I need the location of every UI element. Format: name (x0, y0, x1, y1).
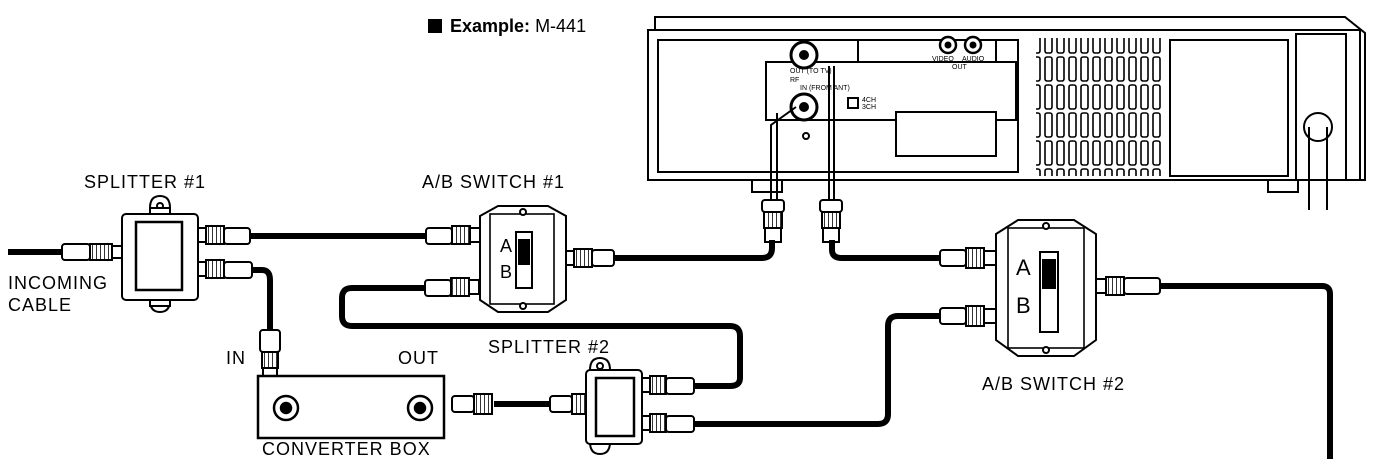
label-splitter-1: SPLITTER #1 (84, 172, 207, 192)
converter-box (256, 374, 446, 440)
vcr-label-video: VIDEO (932, 56, 954, 63)
splitter-2 (585, 356, 643, 456)
ab-switch-2 (995, 219, 1097, 357)
vcr-label-out: OUT (952, 64, 967, 71)
label-ab-switch-1: A/B SWITCH #1 (422, 172, 566, 192)
label-incoming-line1: INCOMING (8, 273, 108, 293)
vcr-label-in-from-ant: IN (FROM ANT) (800, 85, 850, 92)
vcr-label-out-to-tv: OUT (TO TV) (790, 68, 832, 75)
vcr-plug-left (761, 199, 785, 243)
vcr-label-audio: AUDIO (962, 56, 985, 63)
label-converter-out: OUT (398, 348, 439, 368)
label-converter-box: CONVERTER BOX (262, 439, 431, 459)
cables (8, 233, 1333, 459)
ab-switch-1 (479, 205, 567, 313)
vcr-plug-right (819, 199, 843, 243)
ab-switch-2-a: A (1016, 255, 1032, 280)
label-ab-switch-2: A/B SWITCH #2 (982, 374, 1126, 394)
vcr-label-4ch: 4CH (862, 97, 877, 104)
example-model: M-441 (535, 16, 587, 36)
bullet-square-icon (428, 19, 442, 33)
vcr-label-rf: RF (790, 77, 800, 84)
ab-switch-1-b: B (500, 262, 514, 282)
connectors (61, 225, 1161, 433)
ab-switch-1-a: A (500, 236, 514, 256)
example-title: Example: M-441 (428, 15, 586, 37)
label-converter-in: IN (226, 348, 246, 368)
label-splitter-2: SPLITTER #2 (488, 337, 611, 357)
ab-switch-2-b: B (1016, 293, 1032, 318)
vcr-label-3ch: 3CH (862, 104, 877, 111)
splitter-1 (121, 194, 199, 314)
label-incoming-line2: CABLE (8, 295, 73, 315)
vcr-rear-panel (647, 16, 1366, 210)
example-prefix: Example: (450, 16, 531, 36)
vcr-cable-leads (770, 66, 835, 205)
